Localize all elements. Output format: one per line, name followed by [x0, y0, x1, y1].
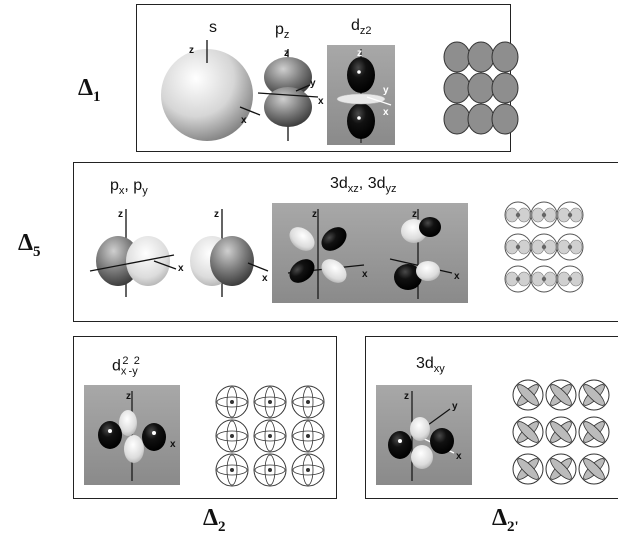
x-axis-label: x	[241, 115, 247, 126]
lattice-site	[504, 201, 532, 229]
dyz-orbital: z x	[389, 209, 460, 299]
dxy-orbital-label: 3dxy	[416, 355, 445, 376]
lattice-site	[545, 379, 577, 411]
z-axis-label: z	[118, 209, 123, 220]
lattice-site	[578, 416, 610, 448]
y-axis-label: y	[310, 78, 316, 89]
lattice-site	[578, 453, 610, 485]
pz-orbital-label: pz	[275, 21, 290, 42]
delta2prime-panel: 3dxy z y x	[365, 336, 618, 499]
delta2-panel: dx2-y2 z x	[73, 336, 337, 499]
z-axis-label: z	[126, 391, 131, 402]
lattice-site	[512, 379, 544, 411]
dx2-y2-orbital-label: dx2-y2	[112, 355, 140, 378]
py-orbital: z x	[190, 209, 269, 297]
lattice-site	[215, 419, 249, 453]
delta5-lattice	[504, 201, 584, 293]
delta1-lattice	[443, 41, 519, 135]
lattice-site	[556, 233, 584, 261]
y-axis-label: y	[383, 85, 389, 96]
y-axis-label: y	[452, 401, 458, 412]
lattice-site	[545, 453, 577, 485]
dxy-orbital-image: z y x	[376, 385, 472, 485]
dz2-orbital-image: z y x	[327, 45, 395, 145]
delta5-label: Δ5	[18, 230, 41, 260]
lattice-site	[215, 453, 249, 487]
lattice-site	[530, 201, 558, 229]
lattice-site	[504, 265, 532, 293]
x-axis-label: x	[456, 451, 462, 462]
lattice-site	[545, 416, 577, 448]
dxz-dyz-orbital-label: 3dxz, 3dyz	[330, 175, 397, 196]
delta2-label: Δ2	[203, 505, 226, 535]
z-axis-label: z	[312, 209, 317, 220]
px-orbital: z x	[89, 209, 184, 297]
lattice-site	[530, 265, 558, 293]
lattice-site	[512, 453, 544, 485]
delta2-lattice	[215, 385, 325, 487]
x-axis-label: x	[178, 263, 184, 274]
x-axis-label: x	[262, 273, 268, 284]
lattice-site	[291, 385, 325, 419]
dxz-dyz-orbital-image: z x z x	[272, 203, 468, 303]
dxz-orbital: z x	[287, 209, 368, 299]
lattice-site	[253, 385, 287, 419]
delta1-panel: s pz dz2 z x z y x z y x	[136, 4, 519, 152]
lattice-site	[215, 385, 249, 419]
delta5-panel: px, py 3dxz, 3dyz z x z x z x	[73, 162, 618, 322]
dz2-orbital-label: dz2	[351, 17, 372, 38]
x-axis-label: x	[383, 107, 389, 118]
x-axis-label: x	[318, 96, 324, 107]
pz-orbital: z y x	[257, 48, 324, 141]
s-orbital-sphere: z x	[161, 40, 261, 141]
lattice-site	[556, 201, 584, 229]
z-axis-label: z	[284, 48, 289, 59]
lattice-site	[556, 265, 584, 293]
delta1-label: Δ1	[78, 75, 101, 105]
lattice-site	[504, 233, 532, 261]
lattice-site	[578, 379, 610, 411]
x-axis-label: x	[362, 269, 368, 280]
z-axis-label: z	[404, 391, 409, 402]
delta2prime-lattice	[512, 379, 610, 485]
lattice-site	[253, 453, 287, 487]
x-axis-label: x	[454, 271, 460, 282]
s-orbital-label: s	[209, 19, 217, 36]
z-axis-label: z	[214, 209, 219, 220]
dx2-y2-orbital-image: z x	[84, 385, 180, 485]
z-axis-label: z	[189, 45, 194, 56]
delta2prime-label: Δ2'	[492, 505, 519, 535]
lattice-site	[512, 416, 544, 448]
x-axis-label: x	[170, 439, 176, 450]
lattice-site	[530, 233, 558, 261]
z-axis-label: z	[357, 48, 362, 59]
z-axis-label: z	[412, 209, 417, 220]
lattice-site	[291, 453, 325, 487]
px-py-orbital-label: px, py	[110, 177, 148, 198]
lattice-site	[291, 419, 325, 453]
lattice-site	[253, 419, 287, 453]
